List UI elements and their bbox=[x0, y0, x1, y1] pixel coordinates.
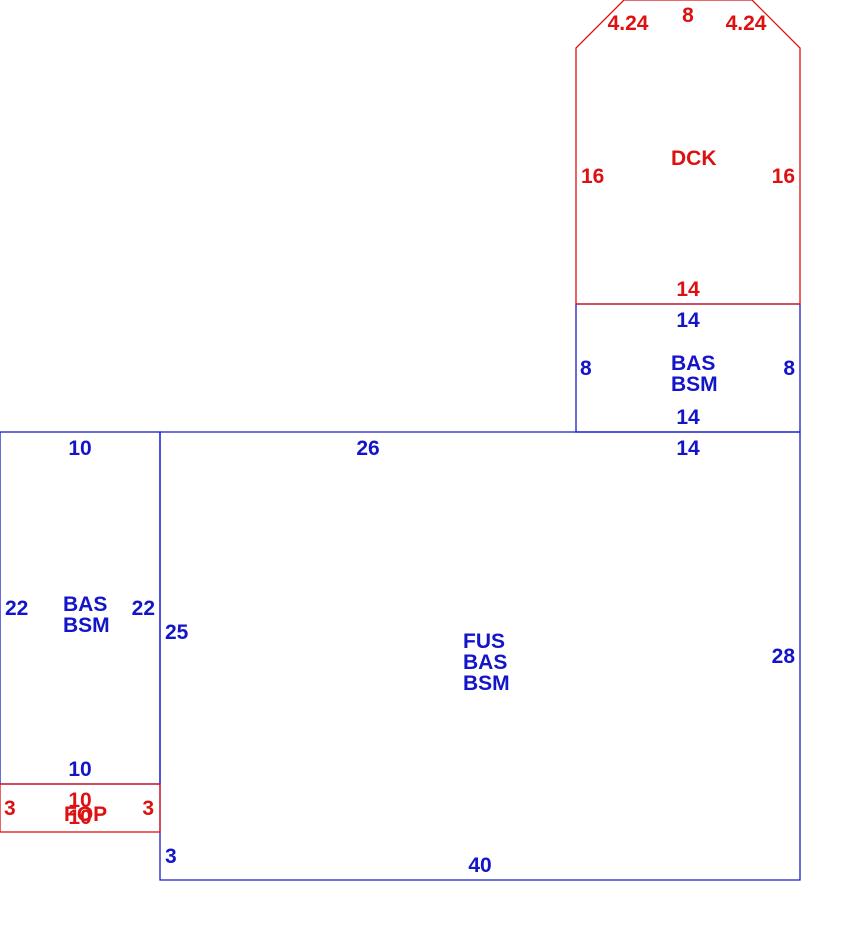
left-wing-bottom-dimension: 10 bbox=[68, 758, 91, 781]
top-wing-bottom-dimension: 14 bbox=[676, 406, 700, 429]
deck-top-left-chamfer-dimension: 4.24 bbox=[608, 12, 649, 35]
deck-area-code: DCK bbox=[671, 147, 717, 170]
porch-right-dimension: 3 bbox=[142, 797, 154, 820]
porch-left-dimension: 3 bbox=[4, 797, 16, 820]
main-top-right-dimension: 14 bbox=[676, 437, 700, 460]
top-wing-top-dimension: 14 bbox=[676, 309, 700, 332]
deck-outline bbox=[575, 0, 801, 305]
deck-top-right-chamfer-dimension: 4.24 bbox=[726, 12, 767, 35]
left-wing-top-dimension: 10 bbox=[68, 437, 91, 460]
porch-outline bbox=[0, 783, 161, 833]
porch-bottom-dimension: 10 bbox=[68, 806, 91, 829]
top-wing-left-dimension: 8 bbox=[580, 357, 592, 380]
main-right-dimension: 28 bbox=[772, 645, 796, 668]
top-wing-area-code: BAS bbox=[671, 352, 715, 375]
main-left-dimension: 25 bbox=[165, 621, 189, 644]
top-wing-area-code: BSM bbox=[671, 373, 718, 396]
deck-top-dimension: 8 bbox=[682, 4, 694, 27]
left-wing-area-code: BAS bbox=[63, 593, 107, 616]
deck-right-dimension: 16 bbox=[772, 165, 795, 188]
main-area-code: BSM bbox=[463, 672, 510, 695]
left-wing-right-dimension: 22 bbox=[132, 597, 155, 620]
main-left-bottom-dimension: 3 bbox=[165, 845, 177, 868]
main-area-code: BAS bbox=[463, 651, 507, 674]
deck-left-dimension: 16 bbox=[581, 165, 604, 188]
main-bottom-dimension: 40 bbox=[468, 854, 491, 877]
deck-bottom-dimension: 14 bbox=[676, 278, 700, 301]
left-wing-left-dimension: 22 bbox=[5, 597, 28, 620]
porch-top-dimension: 10 bbox=[68, 789, 91, 812]
main-top-left-dimension: 26 bbox=[356, 437, 379, 460]
left-wing-area-code: BSM bbox=[63, 614, 110, 637]
porch-area-code: FOP bbox=[64, 803, 107, 826]
main-area-code: FUS bbox=[463, 630, 505, 653]
top-wing-right-dimension: 8 bbox=[783, 357, 795, 380]
